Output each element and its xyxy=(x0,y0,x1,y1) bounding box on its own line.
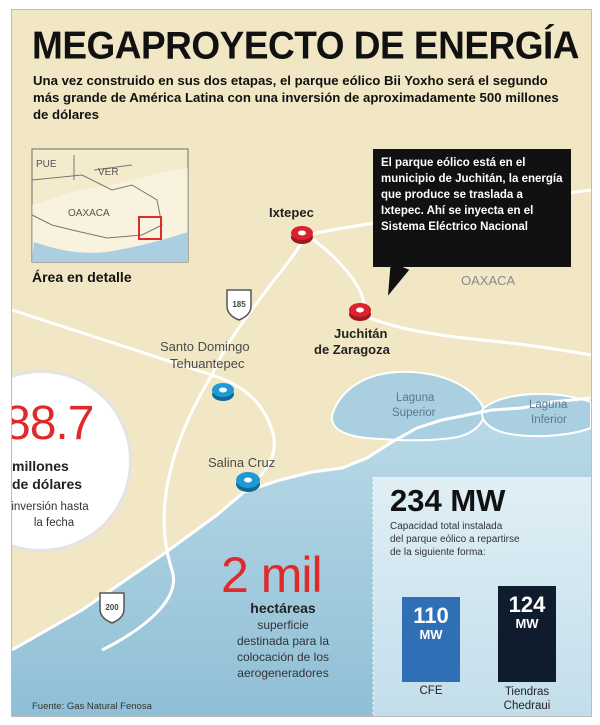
capacity-desc-1: Capacidad total instalada xyxy=(390,521,503,532)
capacity-desc-3: de la siguiente forma: xyxy=(390,547,486,558)
highway-200-shield xyxy=(99,592,125,624)
page-title: MEGAPROYECTO DE ENERGÍA xyxy=(32,24,580,68)
highway-185-shield xyxy=(226,289,252,321)
highway-185-label: 185 xyxy=(232,300,246,309)
inset-map xyxy=(31,148,189,263)
bar-cfe-unit: MW xyxy=(419,627,443,642)
inset-label-pue: PUE xyxy=(36,159,57,170)
city-salina-cruz: Salina Cruz xyxy=(208,455,276,470)
subtitle: Una vez construido en sus dos etapas, el… xyxy=(33,73,559,122)
investment-line1: millones xyxy=(12,458,69,474)
inset-label-ver: VER xyxy=(98,167,119,178)
coastline xyxy=(12,396,591,652)
bar-chedraui-unit: MW xyxy=(515,616,539,631)
city-juchitan: Juchitán xyxy=(334,326,388,341)
ixtepec-marker xyxy=(291,226,313,244)
area-unit: hectáreas xyxy=(250,600,316,616)
capacity-desc-2: del parque eólico a repartirse xyxy=(390,534,520,545)
inset-caption: Área en detalle xyxy=(32,269,132,285)
highway-200-label: 200 xyxy=(105,603,119,612)
laguna-inferior-label: Laguna xyxy=(529,399,568,411)
bar-chedraui: 124 MW xyxy=(498,586,556,682)
bar-cfe-label: CFE xyxy=(419,685,443,697)
capacity-total: 234 MW xyxy=(390,483,506,518)
investment-note1: inversión hasta xyxy=(11,501,89,513)
area-desc-4: aerogeneradores xyxy=(237,666,329,680)
area-desc-2: destinada para la xyxy=(236,634,330,648)
source-note: Fuente: Gas Natural Fenosa xyxy=(32,701,152,712)
tehuantepec-marker xyxy=(212,383,234,401)
area-value: 2 mil xyxy=(221,547,323,603)
infographic: MEGAPROYECTO DE ENERGÍA Una vez construi… xyxy=(11,9,592,717)
callout-text: El parque eólico está en el municipio de… xyxy=(381,157,563,233)
bar-chedraui-value: 124 xyxy=(508,592,546,617)
bar-cfe: 110 MW xyxy=(402,597,460,682)
juchitan-marker xyxy=(349,303,371,321)
region-label-oaxaca: OAXACA xyxy=(461,273,516,288)
laguna-inferior-water xyxy=(480,392,591,438)
laguna-inferior-label-2: Inferior xyxy=(531,414,567,426)
area-desc-1: superficie xyxy=(257,618,309,632)
area-desc-3: colocación de los xyxy=(236,650,330,664)
callout-box: El parque eólico está en el municipio de… xyxy=(373,149,571,267)
laguna-superior-label-2: Superior xyxy=(392,407,436,419)
city-santo-domingo: Santo Domingo xyxy=(160,339,250,354)
investment-value: 88.7 xyxy=(11,397,94,450)
city-tehuantepec: Tehuantepec xyxy=(170,356,245,371)
salina-cruz-marker xyxy=(236,472,260,492)
city-juchitan-line2: de Zaragoza xyxy=(314,342,390,357)
city-ixtepec: Ixtepec xyxy=(269,205,314,220)
inset-label-oaxaca: OAXACA xyxy=(68,208,110,219)
bar-cfe-value: 110 xyxy=(413,603,449,628)
investment-note2: la fecha xyxy=(33,517,75,529)
investment-line2: de dólares xyxy=(12,476,83,492)
laguna-superior-label: Laguna xyxy=(396,392,435,404)
bar-chedraui-label: Tiendras Chedraui xyxy=(503,686,551,712)
